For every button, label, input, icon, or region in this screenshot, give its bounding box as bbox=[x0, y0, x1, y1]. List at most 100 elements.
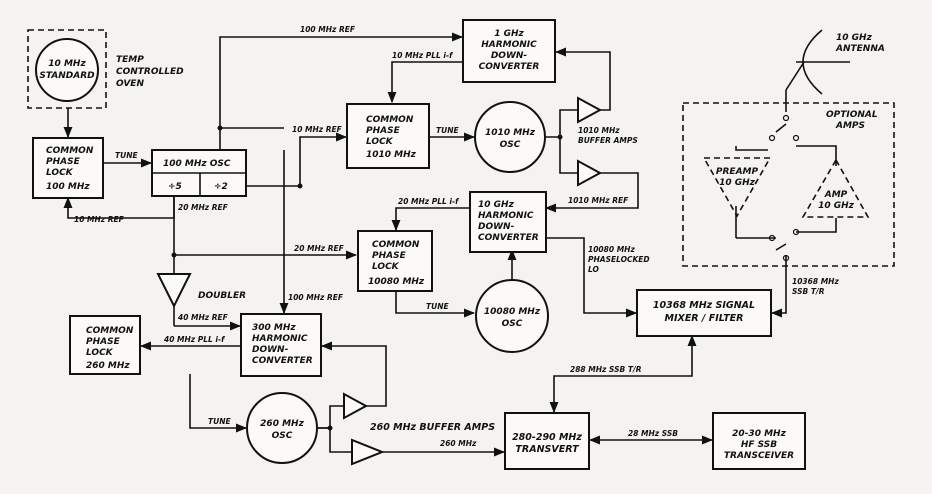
osc260-line1: 260 MHz bbox=[260, 419, 304, 429]
hdc1g-line2: HARMONIC bbox=[481, 40, 537, 50]
osc10080-line2: OSC bbox=[502, 319, 523, 329]
label-20mhz-ref-a: 20 MHz REF bbox=[178, 203, 229, 212]
standard-line2: STANDARD bbox=[39, 71, 95, 81]
cpl260-line3: LOCK bbox=[86, 348, 114, 358]
antenna-line2: ANTENNA bbox=[835, 44, 885, 54]
hdc10g-line3: DOWN- bbox=[478, 222, 515, 232]
cpl100-line1: COMMON bbox=[46, 146, 94, 156]
hdc-10ghz-box bbox=[469, 191, 547, 253]
mixer-filter-box bbox=[636, 289, 772, 337]
buffer-amp-1010-upper bbox=[577, 96, 603, 124]
label-40mhz-ref: 40 MHz REF bbox=[178, 313, 229, 322]
label-10080-lo-2: PHASELOCKED bbox=[588, 255, 650, 264]
signal-labels: 100 MHz REF 10 MHz PLL i-f 10 MHz REF TU… bbox=[74, 25, 839, 448]
label-10mhz-ref-a: 10 MHz REF bbox=[292, 125, 343, 134]
label-1010-buffer-2: BUFFER AMPS bbox=[578, 136, 638, 145]
standard-line1: 10 MHz bbox=[48, 59, 86, 69]
hdc10g-line1: 10 GHz bbox=[478, 200, 515, 210]
hdc300-line1: 300 MHz bbox=[252, 323, 296, 333]
label-10mhz-pll-if: 10 MHz PLL i-f bbox=[392, 51, 454, 60]
cpl1010-line1: COMMON bbox=[366, 115, 414, 125]
osc-1010-circle bbox=[474, 101, 546, 173]
cpl10080-line4: 10080 MHz bbox=[368, 277, 425, 287]
transvert-line2: TRANSVERT bbox=[515, 444, 580, 455]
label-tune-d: TUNE bbox=[208, 417, 231, 426]
transceiver-line2: HF SSB bbox=[741, 440, 777, 450]
amp-line2: 10 GHz bbox=[818, 201, 855, 211]
cpl1010-line3: LOCK bbox=[366, 137, 394, 147]
oven-box bbox=[27, 29, 107, 109]
standard-circle bbox=[35, 38, 99, 102]
osc-260-circle bbox=[246, 392, 318, 464]
hdc300-line2: HARMONIC bbox=[252, 334, 308, 344]
cpl100-line4: 100 MHz bbox=[46, 182, 90, 192]
osc10080-line1: 10080 MHz bbox=[484, 307, 541, 317]
label-100mhz-ref-b: 100 MHz REF bbox=[288, 293, 344, 302]
label-20mhz-pll-if: 20 MHz PLL i-f bbox=[398, 197, 460, 206]
cpl100-line2: PHASE bbox=[46, 157, 81, 167]
cpl1010-line4: 1010 MHz bbox=[366, 150, 417, 160]
oven-line1: TEMP bbox=[116, 55, 144, 65]
label-100mhz-ref: 100 MHz REF bbox=[300, 25, 356, 34]
optional-line2: AMPS bbox=[835, 121, 865, 131]
optional-amps-box bbox=[682, 102, 895, 267]
hdc10g-line2: HARMONIC bbox=[478, 211, 534, 221]
amp-line1: AMP bbox=[824, 190, 848, 200]
transceiver-box bbox=[712, 412, 806, 470]
cpl100-line3: LOCK bbox=[46, 168, 74, 178]
phase-lock-1010-box bbox=[346, 103, 430, 169]
doubler-label: DOUBLER bbox=[198, 291, 246, 301]
oven-line2: CONTROLLED bbox=[116, 67, 184, 77]
cpl10080-line3: LOCK bbox=[372, 262, 400, 272]
hdc10g-line4: CONVERTER bbox=[478, 233, 539, 243]
osc-10080-circle bbox=[475, 279, 549, 353]
transceiver-line3: TRANSCEIVER bbox=[724, 451, 794, 461]
phase-lock-10080-box bbox=[357, 230, 433, 292]
osc1010-line1: 1010 MHz bbox=[485, 128, 536, 138]
label-10mhz-ref-b: 10 MHz REF bbox=[74, 215, 125, 224]
hdc300-line4: CONVERTER bbox=[252, 356, 313, 366]
osc260-line2: OSC bbox=[272, 431, 293, 441]
cpl1010-line2: PHASE bbox=[366, 126, 401, 136]
buffer-amp-260-lower bbox=[351, 438, 385, 466]
wiring bbox=[63, 32, 837, 457]
osc100-label: 100 MHz OSC bbox=[163, 159, 231, 169]
div2-label: ÷2 bbox=[214, 182, 228, 192]
hdc1g-line4: CONVERTER bbox=[479, 62, 540, 72]
label-260mhz: 260 MHz bbox=[440, 439, 477, 448]
cpl260-line4: 260 MHz bbox=[86, 361, 130, 371]
label-20mhz-ref-b: 20 MHz REF bbox=[294, 244, 345, 253]
transvert-line1: 280-290 MHz bbox=[512, 432, 582, 443]
label-tune-b: TUNE bbox=[436, 126, 459, 135]
transvert-box bbox=[504, 412, 590, 470]
cpl10080-line1: COMMON bbox=[372, 240, 420, 250]
cpl260-line1: COMMON bbox=[86, 326, 134, 336]
label-10368-ssb-1: 10368 MHz bbox=[792, 277, 839, 286]
cpl260-line2: PHASE bbox=[86, 337, 121, 347]
hdc1g-line1: 1 GHz bbox=[494, 29, 524, 39]
label-10080-lo-3: LO bbox=[588, 265, 600, 274]
phase-lock-100-box bbox=[32, 137, 104, 199]
label-tune-a: TUNE bbox=[115, 151, 138, 160]
label-28mhz-ssb: 28 MHz SSB bbox=[628, 429, 678, 438]
preamp-line2: 10 GHz bbox=[719, 178, 756, 188]
phase-lock-260-box bbox=[69, 315, 141, 375]
label-10368-ssb-2: SSB T/R bbox=[792, 287, 825, 296]
mixer-line2: MIXER / FILTER bbox=[665, 313, 744, 324]
hdc300-line3: DOWN- bbox=[252, 345, 289, 355]
label-1010mhz-ref: 1010 MHz REF bbox=[568, 196, 629, 205]
osc1010-line2: OSC bbox=[500, 140, 521, 150]
preamp-triangle bbox=[702, 157, 772, 218]
label-tune-c: TUNE bbox=[426, 302, 449, 311]
label-40mhz-pll-if: 40 MHz PLL i-f bbox=[164, 335, 226, 344]
transceiver-line1: 20-30 MHz bbox=[732, 429, 786, 439]
hdc1g-line3: DOWN- bbox=[491, 51, 528, 61]
amp-triangle bbox=[801, 158, 870, 218]
cpl10080-line2: PHASE bbox=[372, 251, 407, 261]
label-288mhz-ssb: 288 MHz SSB T/R bbox=[570, 365, 642, 374]
junction-dots bbox=[171, 125, 563, 431]
label-260-buffer-amps: 260 MHz BUFFER AMPS bbox=[370, 422, 495, 433]
preamp-line1: PREAMP bbox=[716, 167, 759, 177]
oven-line3: OVEN bbox=[116, 79, 144, 89]
